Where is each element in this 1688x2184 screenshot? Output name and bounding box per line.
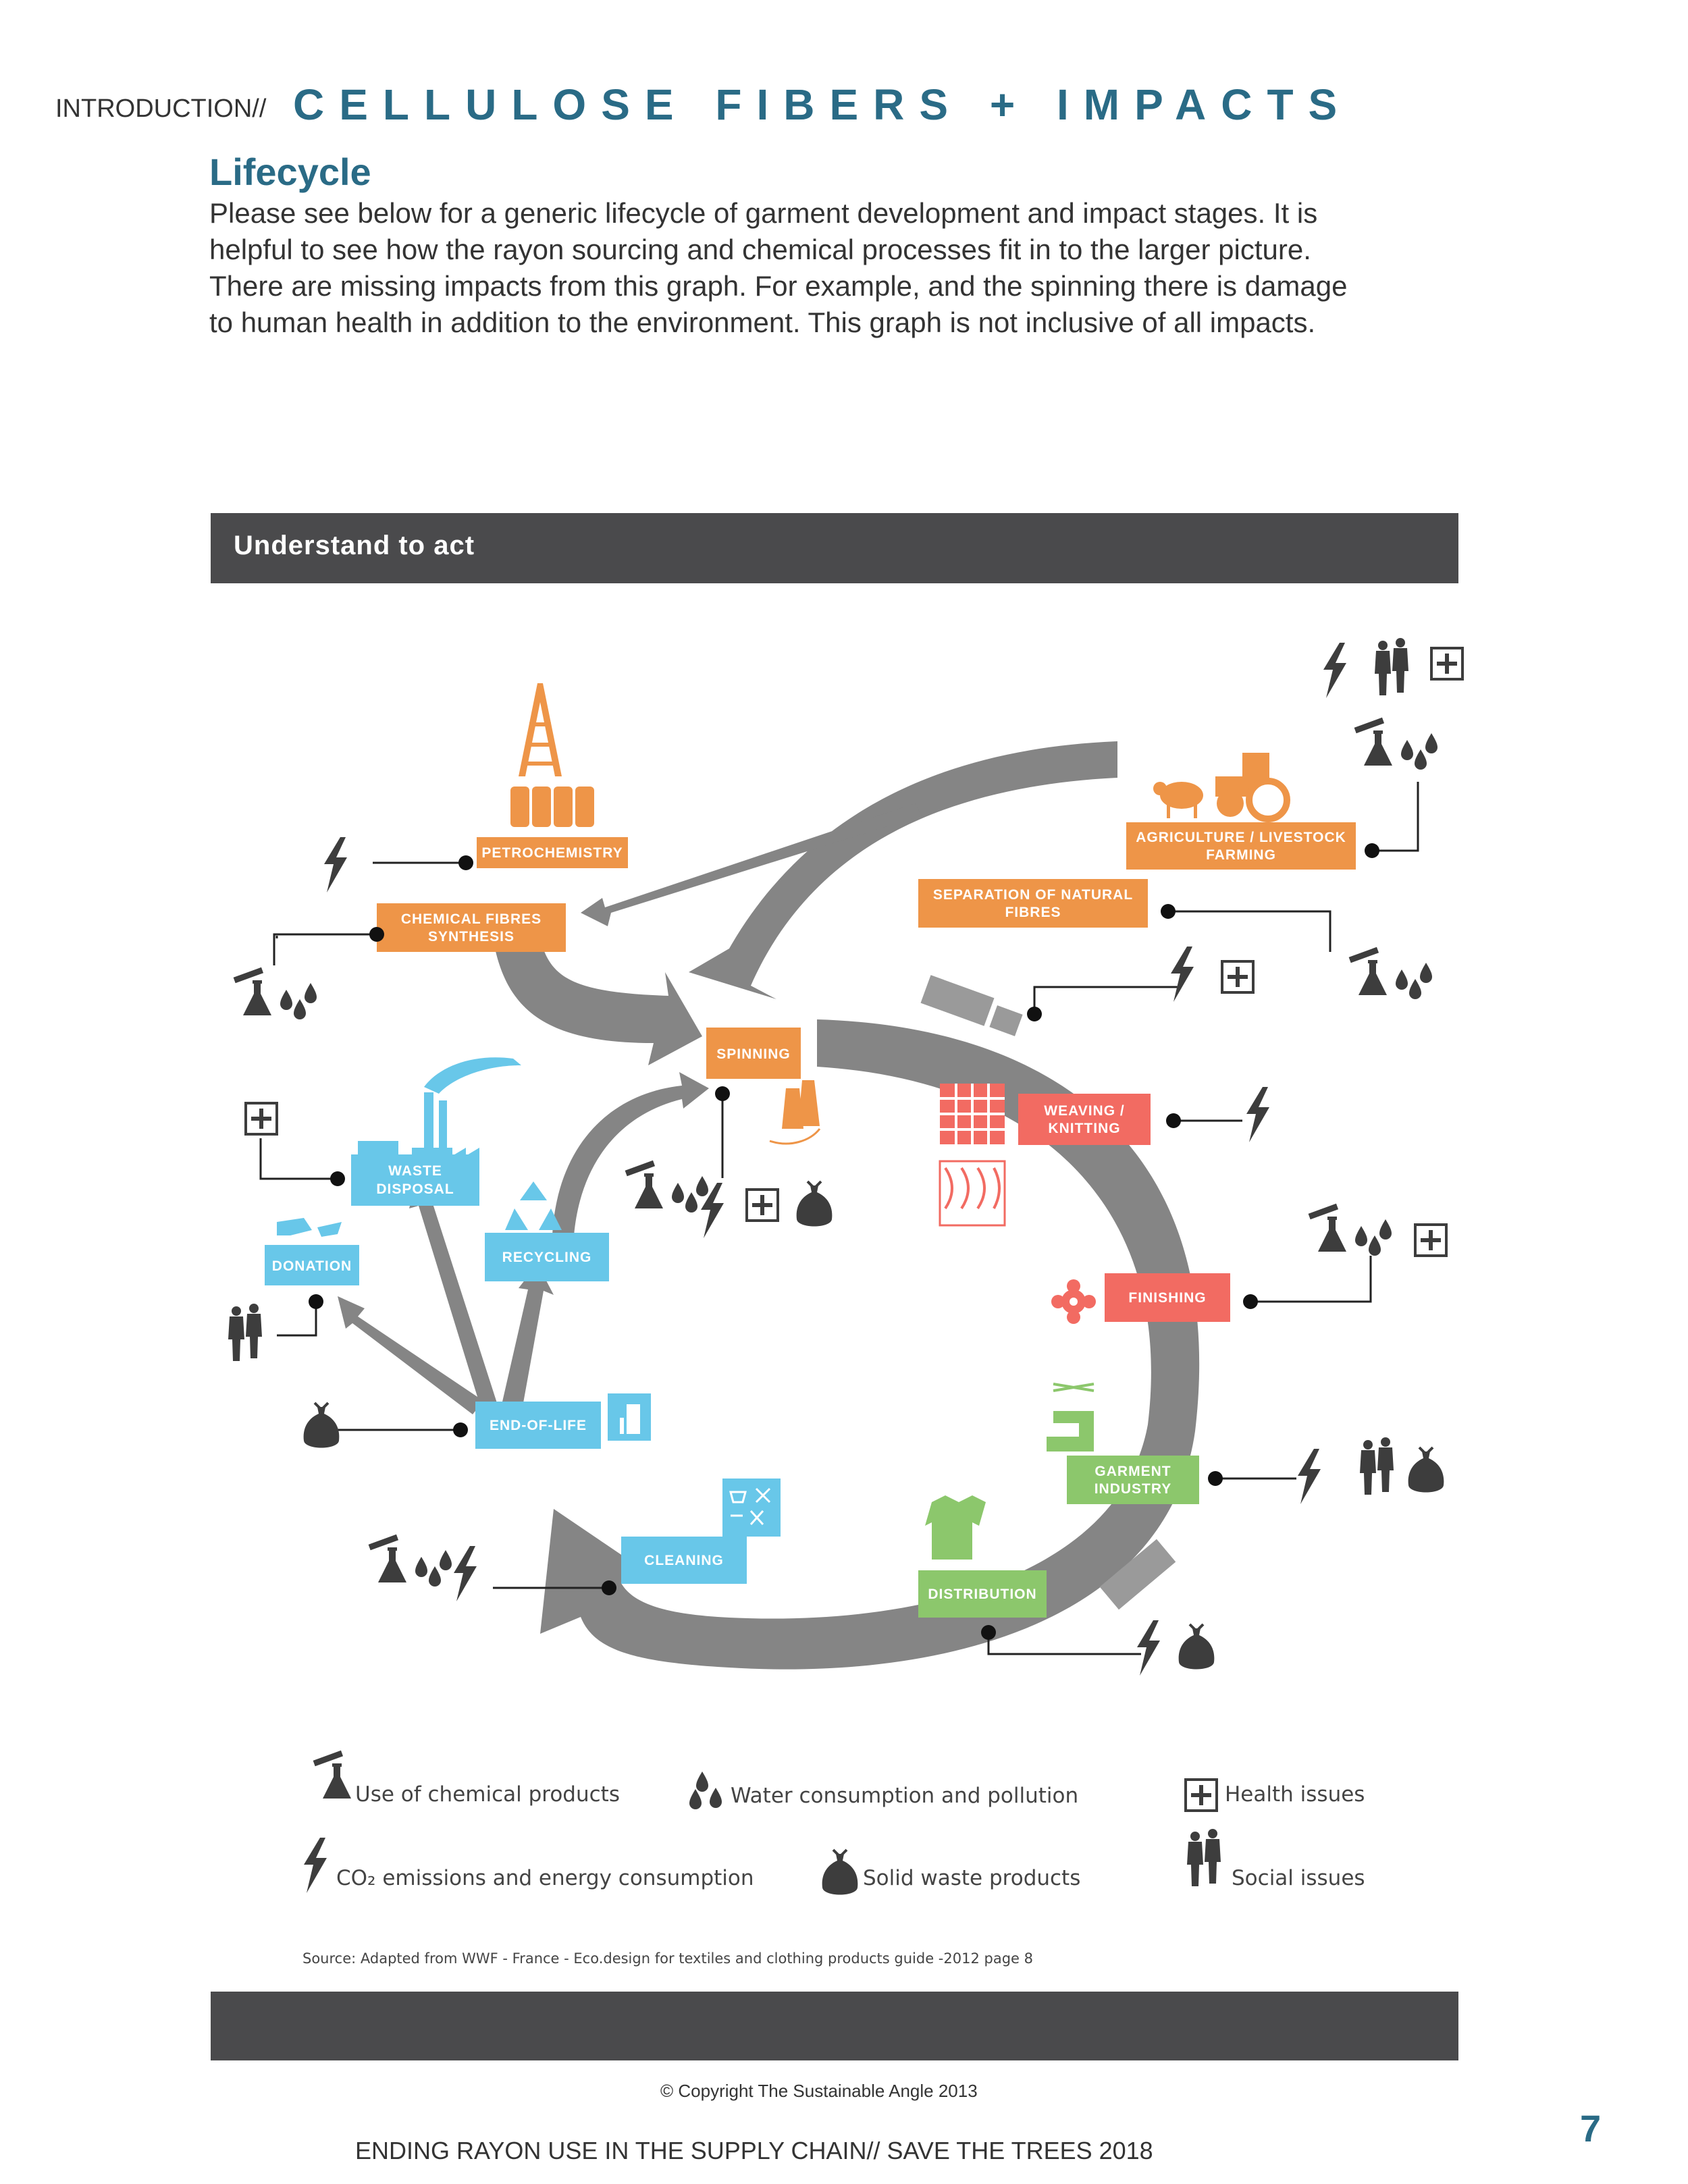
- figure-bottom-bar: [211, 1992, 1458, 2060]
- legend-label: Solid waste products: [863, 1866, 1080, 1890]
- legend-co2: CO₂ emissions and energy consumption: [304, 1838, 754, 1893]
- stage-label: CLEANING: [644, 1553, 724, 1568]
- stage-waste-disposal: WASTE DISPOSAL: [351, 1154, 479, 1206]
- legend-health: Health issues: [1184, 1778, 1365, 1812]
- finishing-impact-icons: [1309, 1204, 1448, 1257]
- weaving-impact-icons: [1246, 1087, 1269, 1142]
- header-title: CELLULOSE FIBERS + IMPACTS: [293, 80, 1352, 129]
- stage-garment-industry: GARMENT INDUSTRY: [1067, 1456, 1199, 1504]
- spinning-impact-icons: [625, 1161, 834, 1238]
- stage-label: GARMENT: [1094, 1464, 1171, 1479]
- legend: Use of chemical products Water consumpti…: [304, 1750, 1365, 1896]
- end-of-life-impact-icons: [302, 1402, 341, 1449]
- stage-donation: DONATION: [265, 1245, 359, 1285]
- figure-banner: [211, 513, 1458, 583]
- delivery-icon: [1099, 1539, 1176, 1610]
- garment-impact-icons: [1298, 1437, 1446, 1504]
- waste-impact-icons: [244, 1102, 278, 1136]
- care-label-icon: [722, 1479, 781, 1537]
- footer-text: ENDING RAYON USE IN THE SUPPLY CHAIN// S…: [355, 2137, 1153, 2164]
- stage-label: RECYCLING: [502, 1250, 592, 1265]
- figure-banner-title: Understand to act: [234, 531, 475, 560]
- truck-icon: [920, 975, 1023, 1036]
- intro-line: There are missing impacts from this grap…: [209, 270, 1348, 302]
- page-number: 7: [1580, 2107, 1602, 2150]
- source-note: Source: Adapted from WWF - France - Eco.…: [302, 1950, 1033, 1967]
- cleaning-impact-icons: [369, 1535, 477, 1601]
- intro-line: Please see below for a generic lifecycle…: [209, 197, 1318, 229]
- stage-label: WEAVING /: [1044, 1103, 1124, 1119]
- stage-label: DISTRIBUTION: [928, 1587, 1036, 1602]
- section-title: Lifecycle: [209, 151, 371, 193]
- legend-label: Water consumption and pollution: [731, 1784, 1078, 1808]
- intro-line: helpful to see how the rayon sourcing an…: [209, 234, 1311, 265]
- legend-label: Social issues: [1232, 1866, 1365, 1890]
- bobbin-icon: [769, 1080, 821, 1145]
- tshirt-icon: [925, 1495, 986, 1560]
- recycle-icon: [505, 1181, 562, 1230]
- legend-label: CO₂ emissions and energy consumption: [336, 1866, 754, 1890]
- chemical-icon: [234, 967, 317, 1019]
- sewing-machine-icon: [1047, 1383, 1094, 1451]
- stage-petrochemistry: PETROCHEMISTRY: [477, 837, 628, 868]
- agri-impact-icons: [1323, 638, 1464, 770]
- stage-separation: SEPARATION OF NATURAL FIBRES: [918, 879, 1148, 928]
- legend-label: Health issues: [1225, 1782, 1365, 1807]
- legend-waste: Solid waste products: [820, 1848, 1080, 1896]
- stage-label: SPINNING: [716, 1046, 791, 1062]
- stage-label: FIBRES: [1005, 905, 1061, 920]
- stage-label: AGRICULTURE / LIVESTOCK: [1136, 830, 1346, 845]
- stage-label: WASTE: [388, 1163, 442, 1179]
- stage-agriculture: AGRICULTURE / LIVESTOCK FARMING: [1126, 822, 1356, 870]
- legend-chemicals: Use of chemical products: [313, 1750, 620, 1807]
- distribution-impact-icons: [1137, 1620, 1216, 1676]
- bin-icon: [608, 1393, 651, 1441]
- stage-spinning: SPINNING: [706, 1028, 801, 1079]
- stage-distribution: DISTRIBUTION: [918, 1570, 1047, 1618]
- copyright-note: © Copyright The Sustainable Angle 2013: [660, 2081, 978, 2101]
- donation-impact-icons: [228, 1304, 262, 1361]
- header-prefix: INTRODUCTION//: [55, 95, 267, 123]
- stage-recycling: RECYCLING: [485, 1233, 609, 1281]
- bolt-icon: [324, 837, 347, 893]
- oil-rig-icon: [510, 683, 594, 827]
- stage-label: FARMING: [1206, 847, 1276, 863]
- stage-label: DISPOSAL: [376, 1181, 454, 1197]
- donation-hands-icon: [277, 1218, 342, 1237]
- stage-label: INDUSTRY: [1094, 1481, 1172, 1497]
- stage-label: END-OF-LIFE: [490, 1418, 587, 1433]
- stage-chemical-fibres: CHEMICAL FIBRES SYNTHESIS: [377, 903, 566, 952]
- legend-social: Social issues: [1187, 1829, 1365, 1890]
- stage-end-of-life: END-OF-LIFE: [475, 1402, 601, 1449]
- fabric-weave-icon: [939, 1084, 1006, 1227]
- stage-label: SYNTHESIS: [428, 929, 515, 944]
- stage-label: CHEMICAL FIBRES: [401, 911, 542, 927]
- stage-label: KNITTING: [1048, 1121, 1120, 1136]
- stage-label: FINISHING: [1128, 1290, 1206, 1306]
- legend-label: Use of chemical products: [355, 1782, 620, 1807]
- flower-icon: [1051, 1279, 1096, 1324]
- sheep-tractor-icon: [1153, 753, 1290, 822]
- truck-impact-icons: [1171, 947, 1255, 1002]
- intro-line: to human health in addition to the envir…: [209, 307, 1316, 338]
- separation-impact-icons: [1349, 947, 1432, 999]
- stage-weaving: WEAVING / KNITTING: [1018, 1094, 1151, 1145]
- stage-finishing: FINISHING: [1105, 1273, 1230, 1322]
- stage-label: DONATION: [272, 1258, 352, 1274]
- cycle-arrows: [338, 741, 1200, 1670]
- stage-label: SEPARATION OF NATURAL: [933, 887, 1133, 903]
- stage-label: PETROCHEMISTRY: [481, 845, 623, 861]
- factory-icon: [358, 1057, 521, 1171]
- legend-water: Water consumption and pollution: [689, 1772, 1078, 1809]
- stage-cleaning: CLEANING: [621, 1537, 747, 1584]
- connector-dots: [309, 843, 1379, 1640]
